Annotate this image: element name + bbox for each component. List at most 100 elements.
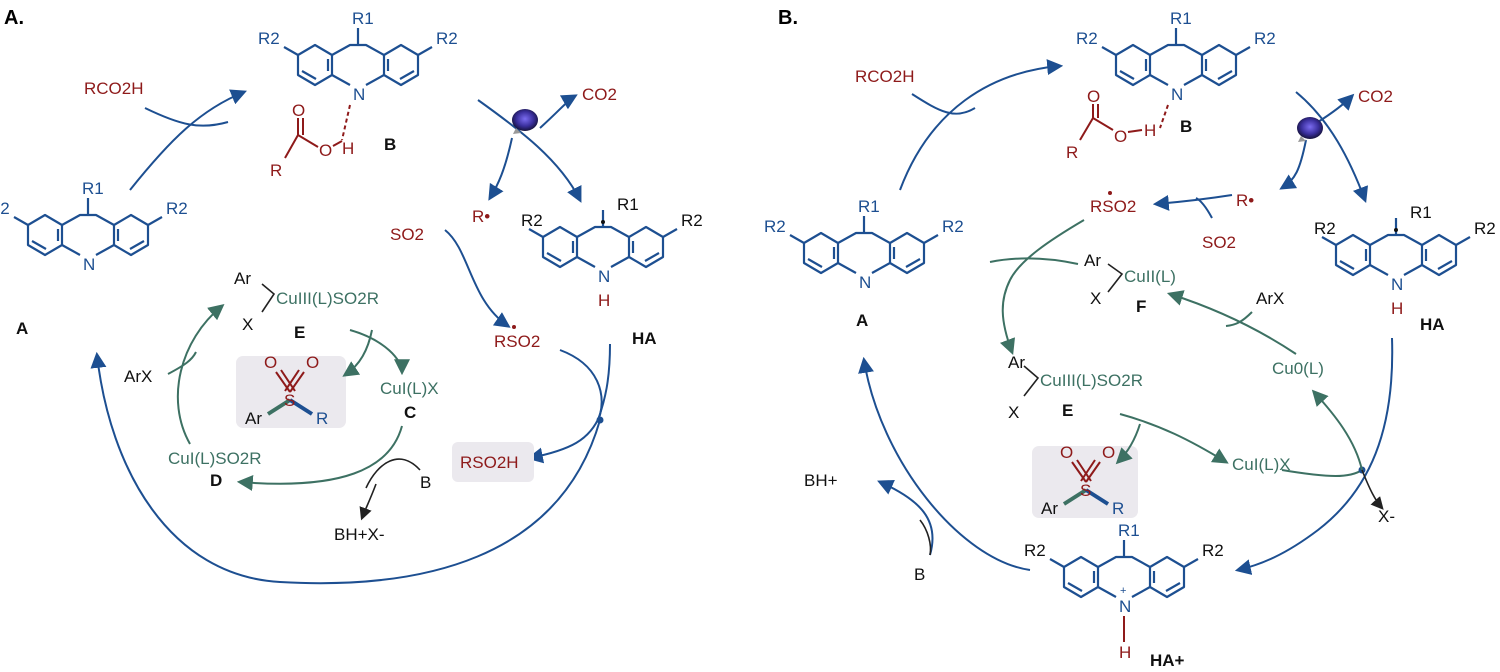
cu-e-a: Ar X CuIII(L)SO2R E [234, 269, 379, 342]
svg-text:CuII(L): CuII(L) [1124, 267, 1176, 286]
arx-b: ArX [1256, 289, 1284, 308]
n-label: N [83, 255, 95, 274]
cu-d-a: CuI(L)SO2R [168, 449, 262, 468]
svg-text:R2: R2 [1314, 219, 1336, 238]
label-ha-b: HA [1420, 315, 1445, 334]
rso2h-box [452, 442, 534, 482]
arrow-b-to-ha-b [1295, 91, 1368, 203]
arrow-co2-out [539, 94, 578, 129]
acridinium-haplus-b: R1 R2 R2 N + H [1024, 521, 1224, 662]
label-ha-a: HA [632, 329, 657, 348]
panel-b: B. R1 R2 R2 N R O O H B R1 R2 R2 N [764, 7, 1496, 670]
arrow-rso2-to-e [1000, 219, 1085, 355]
r-radical-a: R• [472, 207, 490, 226]
arrow-e-to-c [349, 329, 410, 376]
arrow-arx-in-b [1225, 311, 1253, 327]
co2-a: CO2 [582, 85, 617, 104]
arrow-r-radical-b [1279, 139, 1307, 190]
cu-c-a: CuI(L)X [380, 379, 439, 398]
svg-text:SO2: SO2 [390, 225, 424, 244]
arrow-cu0-to-f [1166, 290, 1297, 355]
r-radical-b: R• [1236, 191, 1254, 210]
arrow-c-to-d [236, 425, 403, 491]
x-minus-b: X- [1378, 507, 1395, 526]
svg-text:E: E [294, 323, 305, 342]
svg-text:H: H [1144, 121, 1156, 140]
svg-text:Ar: Ar [1041, 499, 1058, 518]
arrow-so2-insertion [444, 229, 511, 328]
svg-text:R2: R2 [1202, 541, 1224, 560]
svg-text:F: F [1136, 297, 1146, 316]
acridine-a-a: R1 R2 R2 N [0, 179, 188, 274]
r2-right-label: R2 [166, 199, 188, 218]
cu-0-b: Cu0(L) [1272, 359, 1324, 378]
label-haplus-b: HA+ [1150, 651, 1185, 670]
cu-c-b: CuI(L)X [1232, 455, 1291, 474]
svg-text:C: C [404, 403, 416, 422]
svg-text:X: X [242, 315, 253, 334]
arrow-co2-out-b [1317, 93, 1355, 123]
svg-text:D: D [210, 471, 222, 490]
so2-a: SO2 [390, 225, 424, 244]
svg-text:R2: R2 [1024, 541, 1046, 560]
r2-left-label: R2 [258, 29, 280, 48]
r2-right-label: R2 [681, 211, 703, 230]
svg-text:R2: R2 [1474, 219, 1496, 238]
rso2-radical-b: RSO2 [1090, 191, 1136, 216]
arrow-a-to-b [129, 89, 247, 191]
h-bond-b [1159, 104, 1169, 129]
arrow-so2-insertion-b [1152, 194, 1233, 211]
sulfone-product-a: S O O Ar R [245, 353, 328, 428]
svg-text:X: X [1090, 289, 1101, 308]
panel-a-label: A. [4, 7, 24, 29]
svg-text:O: O [264, 353, 277, 372]
svg-text:Ar: Ar [245, 409, 262, 428]
svg-text:X: X [1008, 403, 1019, 422]
svg-text:R1: R1 [858, 197, 880, 216]
arrow-f-to-e [989, 257, 1079, 265]
arrow-a-to-b-b [899, 59, 1064, 191]
arrow-x-out [1361, 469, 1384, 510]
svg-text:O: O [1114, 127, 1127, 146]
acridine-ha-a: R1 R2 R2 N H [521, 195, 703, 310]
svg-text:N: N [859, 273, 871, 292]
svg-text:R1: R1 [1410, 203, 1432, 222]
n-label: N [353, 85, 365, 104]
acid-r-label: R [270, 161, 282, 180]
svg-text:RSO2: RSO2 [1090, 197, 1136, 216]
arrow-product-release-b [1115, 423, 1141, 465]
rso2h-a: RSO2H [460, 453, 519, 472]
cu-e-label-a: CuIII(L)SO2R [276, 289, 379, 308]
b-reagent-a: B [420, 473, 431, 492]
svg-text:R2: R2 [1254, 29, 1276, 48]
arrow-product-release [342, 329, 373, 377]
arrow-arx-in [167, 351, 197, 375]
arrow-to-rso2h [526, 349, 603, 464]
svg-text:R1: R1 [1118, 521, 1140, 540]
arrow-bhx-out [359, 483, 377, 521]
light-bulb-icon [512, 109, 538, 134]
co2-b: CO2 [1358, 87, 1393, 106]
panel-b-label: B. [778, 7, 798, 29]
r2-left-label: R2 [0, 199, 10, 218]
svg-text:+: + [1120, 585, 1126, 597]
svg-text:O: O [1087, 87, 1100, 106]
arrow-bh-out [877, 479, 934, 556]
svg-text:S: S [284, 391, 295, 410]
svg-text:R: R [1066, 143, 1078, 162]
svg-text:CO2: CO2 [582, 85, 617, 104]
svg-text:O: O [306, 353, 319, 372]
r1-label: R1 [82, 179, 104, 198]
svg-text:O: O [1060, 443, 1073, 462]
svg-text:Ar: Ar [1008, 353, 1025, 372]
svg-text:CuIII(L)SO2R: CuIII(L)SO2R [1040, 371, 1143, 390]
acridine-ha-b: R1 R2 R2 N H [1314, 203, 1496, 318]
svg-text:N: N [1119, 597, 1131, 616]
arrow-ha-to-haplus [1234, 337, 1394, 575]
b-reagent-b: B [914, 565, 925, 584]
n-label: N [598, 267, 610, 286]
acid-h-label: H [342, 139, 354, 158]
acridine-a-b: R1 R2 R2 N [764, 197, 964, 292]
arx-a: ArX [124, 367, 152, 386]
